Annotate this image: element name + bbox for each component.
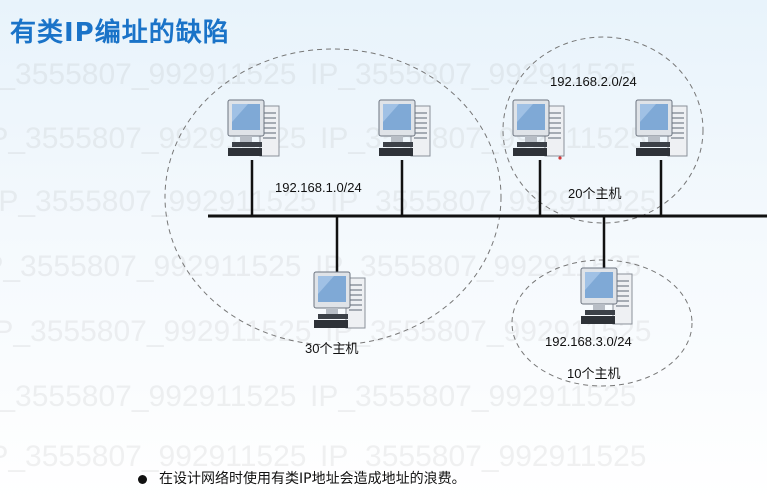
desktop-computer-icon: [227, 99, 280, 157]
desktop-computer-icon: [580, 267, 633, 325]
desktop-computer-icon: [378, 99, 431, 157]
network-boundary-3: [511, 259, 693, 387]
network-1-address: 192.168.1.0/24: [275, 180, 362, 195]
network-boundary-1: [164, 48, 502, 346]
network-3-hosts: 10个主机: [567, 366, 621, 381]
network-3-address: 192.168.3.0/24: [545, 334, 632, 349]
desktop-computer-icon: [512, 99, 565, 157]
bullet-icon: [138, 474, 147, 484]
bullet-text: 在设计网络时使用有类IP地址会造成地址的浪费。: [159, 471, 466, 487]
marker-dot: [558, 156, 562, 160]
bullet-point: 在设计网络时使用有类IP地址会造成地址的浪费。: [138, 468, 466, 488]
desktop-computer-icon: [313, 271, 366, 329]
network-boundary-2: [502, 36, 704, 224]
desktop-computer-icon: [635, 99, 688, 157]
network-1-hosts: 30个主机: [305, 341, 359, 356]
page-title: 有类IP编址的缺陷: [10, 18, 230, 48]
network-2-address: 192.168.2.0/24: [550, 74, 637, 89]
network-2-hosts: 20个主机: [568, 186, 622, 201]
